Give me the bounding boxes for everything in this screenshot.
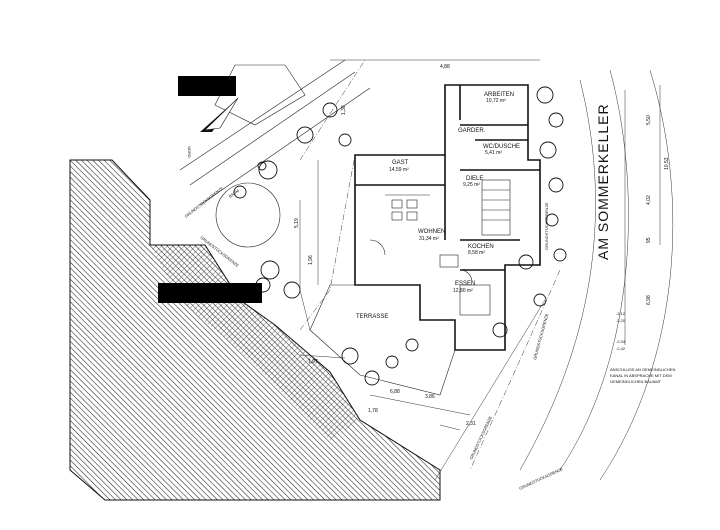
dim-right-5: 6,98 <box>646 295 652 305</box>
room-wc-area: 5,41 m² <box>485 150 502 156</box>
room-kochen-name: KOCHEN <box>468 244 494 250</box>
note-line-2: KANAL IN ABSPRACHE MIT DEM <box>610 373 672 378</box>
north-arrow-icon <box>200 97 239 132</box>
property-boundary <box>299 59 561 481</box>
level-3: -2,34 <box>616 339 626 344</box>
dim-bottom-2: 3,86 <box>425 394 435 400</box>
dim-right-4: 95 <box>646 237 652 243</box>
dim-top-1: 1,38 <box>341 105 347 115</box>
room-wohnen-area: 31,34 m² <box>419 236 439 242</box>
room-kochen-area: 8,58 m² <box>468 250 485 256</box>
dim-right-2: 10,53 <box>664 157 670 170</box>
dim-bottom-1: 6,88 <box>390 389 400 395</box>
room-wc-name: WC/DUSCHE <box>483 144 520 150</box>
north-label: NORD <box>187 146 192 158</box>
neighbour-building-hatch <box>69 159 441 501</box>
room-arbeiten-area: 10,72 m² <box>486 98 506 104</box>
room-garderobe-name: GARDER. <box>458 128 486 134</box>
dimension-lines <box>299 59 661 431</box>
footer-label: GRUNDSTÜCKSGRENZE <box>518 466 564 491</box>
level-1: -2,12 <box>616 311 626 316</box>
trees <box>233 86 567 386</box>
dim-bottom-3: 2,31 <box>466 421 476 427</box>
room-essen-name: ESSEN <box>455 281 475 287</box>
dim-top-2: 4,88 <box>440 64 450 70</box>
level-4: -2,42 <box>616 346 626 351</box>
room-diele-area: 9,25 m² <box>463 182 480 188</box>
road-lines <box>519 69 674 481</box>
terrace-outline <box>309 284 456 396</box>
boundary-label-4: GRUNDSTÜCKSGRENZE <box>532 313 549 361</box>
tree-circle <box>215 182 281 248</box>
room-essen-area: 12,80 m² <box>453 288 473 294</box>
baum-label: BAUM <box>228 188 240 199</box>
dim-left-4: 1,78 <box>368 408 378 414</box>
neighbour-house-top <box>179 59 371 206</box>
dim-left-1: 5,19 <box>294 218 300 228</box>
dim-right-3: 4,02 <box>646 195 652 205</box>
room-gast-name: GAST <box>392 160 409 166</box>
dim-left-2: 1,96 <box>308 255 314 265</box>
boundary-label-3: GRUNDSTÜCKSGRENZE <box>544 202 549 250</box>
street-label: AM SOMMERKELLER <box>595 103 611 260</box>
room-arbeiten-name: ARBEITEN <box>484 92 514 98</box>
room-wohnen-name: WOHNEN <box>418 229 445 235</box>
redaction-box-top <box>178 76 236 96</box>
note-line-3: GEMEINDLICHEN BAUAMT <box>610 379 662 384</box>
dim-right-1: 5,50 <box>646 115 652 125</box>
dim-left-3: 1,97 <box>308 359 318 365</box>
boundary-label-1: GRUNDSTÜCKSGRENZE <box>184 185 225 218</box>
room-diele-name: DIELE <box>466 176 483 182</box>
note-line-1: ANSCHLUSS AN GEMEINDLICHEN <box>610 367 675 372</box>
redaction-box-middle <box>158 283 262 303</box>
house-walls <box>354 84 541 351</box>
room-terrasse-name: TERRASSE <box>356 314 388 320</box>
level-2: -2,20 <box>616 318 626 323</box>
room-gast-area: 14,59 m² <box>389 167 409 173</box>
